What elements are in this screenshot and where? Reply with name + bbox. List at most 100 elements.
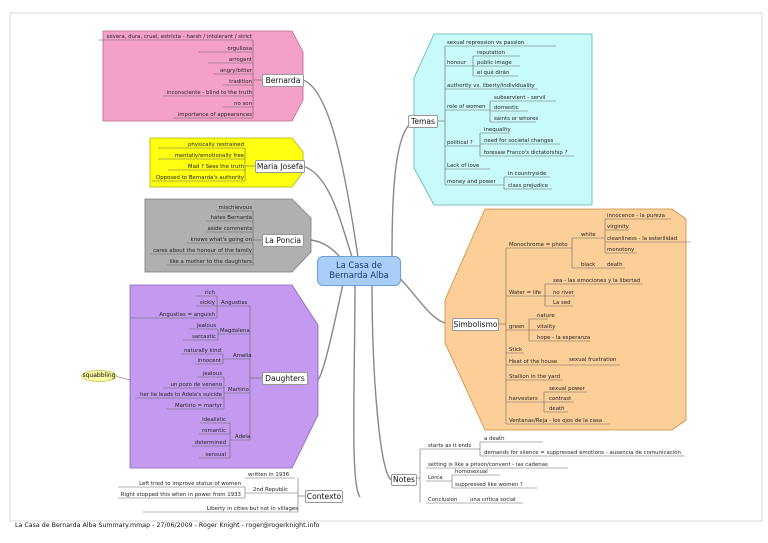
notes-topic[interactable]: Notes <box>391 474 417 486</box>
contexto-topic[interactable]: Contexto <box>305 490 343 503</box>
simbolismo-green-item[interactable]: nature <box>537 313 555 319</box>
temas-authority[interactable]: authority vs. liberty/individuality <box>447 83 535 89</box>
temas-money-item[interactable]: in countryside <box>508 171 547 177</box>
bernarda-item[interactable]: orgullosa <box>227 46 252 52</box>
simbolismo-white-item[interactable]: innocence - la pureza <box>607 213 665 219</box>
contexto-republic[interactable]: 2nd Republic <box>253 487 289 493</box>
contexto-republic-item[interactable]: Left tried to improve status of women <box>139 481 241 487</box>
bernarda-item[interactable]: severa, dura, cruel, estricta - harsh / … <box>106 34 252 40</box>
simbolismo-green[interactable]: green <box>509 324 525 330</box>
amelia-item[interactable]: naturally kind <box>183 348 221 354</box>
simbolismo-water-item[interactable]: sea - las emociones y la libertad <box>553 278 641 284</box>
maria-josefa-item[interactable]: Opposed to Bernarda's authority <box>155 175 244 181</box>
simbolismo-green-item[interactable]: hope - la esperanza <box>537 335 591 341</box>
notes-lorca[interactable]: Lorca <box>428 475 443 481</box>
amelia-item[interactable]: innocent <box>197 358 221 364</box>
root-topic[interactable]: La Casa de Bernarda Alba <box>317 256 401 286</box>
temas-repression[interactable]: sexual repression vs passion <box>447 40 525 46</box>
bernarda-item[interactable]: no son <box>234 101 252 107</box>
angustias-item[interactable]: sickly <box>199 300 215 306</box>
angustias-item[interactable]: rich <box>204 290 215 296</box>
magdalena-label[interactable]: Magdalena <box>220 328 250 334</box>
la-poncia-item[interactable]: like a mother to the daughters <box>169 259 252 265</box>
simbolismo-harvesters-item[interactable]: death <box>549 406 565 412</box>
maria-josefa-item[interactable]: mentally/emotionally free <box>174 153 244 159</box>
amelia-label[interactable]: Amelia <box>233 353 252 359</box>
maria-josefa-topic[interactable]: Maria Josefa <box>255 160 305 173</box>
simbolismo-stallion[interactable]: Stallion in the yard <box>509 374 560 380</box>
adela-item[interactable]: sensual <box>205 452 226 458</box>
notes-starts-item[interactable]: demands for silence = suppressed emotion… <box>484 450 681 456</box>
angustias-item[interactable]: Angustias = anguish <box>159 312 215 318</box>
temas-role-item[interactable]: subservient - servil <box>494 95 546 101</box>
martirio-item[interactable]: un pozo de veneno <box>170 382 222 388</box>
temas-political-item[interactable]: inequality <box>484 127 511 133</box>
simbolismo-harvesters-item[interactable]: contrast <box>549 396 572 402</box>
notes-conclusion-item[interactable]: una crítica social <box>470 497 516 503</box>
temas-political-item[interactable]: need for societal changes <box>484 138 554 144</box>
simbolismo-topic[interactable]: Simbolismo <box>452 318 499 331</box>
simbolismo-heat[interactable]: Heat of the house <box>509 359 558 365</box>
contexto-written[interactable]: written in 1936 <box>248 472 290 478</box>
simbolismo-water-item[interactable]: La sed <box>553 300 571 306</box>
temas-money-item[interactable]: class prejudice <box>508 183 549 189</box>
temas-honour-item[interactable]: public image <box>477 60 512 66</box>
simbolismo-stick[interactable]: Stick <box>509 347 523 353</box>
simbolismo-harvesters[interactable]: harvesters <box>509 396 538 402</box>
la-poncia-item[interactable]: mischievous <box>218 205 252 211</box>
angustias-label[interactable]: Angustias <box>221 300 248 306</box>
simbolismo-heat-item[interactable]: sexual frustration <box>569 357 617 363</box>
simbolismo-monochrome[interactable]: Monochrome = photo <box>509 242 568 248</box>
martirio-item[interactable]: jealous <box>202 371 222 377</box>
simbolismo-white[interactable]: white <box>581 232 596 238</box>
simbolismo-water-item[interactable]: no river <box>553 290 574 296</box>
simbolismo-water[interactable]: Water = life <box>509 290 542 296</box>
bernarda-item[interactable]: importance of appearances <box>177 112 252 118</box>
bernarda-item[interactable]: tradition <box>229 79 252 85</box>
martirio-item[interactable]: her lie leads to Adela's suicide <box>140 392 222 398</box>
martirio-label[interactable]: Martirio <box>228 387 249 393</box>
adela-label[interactable]: Adela <box>235 434 251 440</box>
temas-honour-item[interactable]: reputation <box>477 50 505 56</box>
simbolismo-white-item[interactable]: cleanliness - la esterilidad <box>607 236 678 242</box>
bernarda-topic[interactable]: Bernarda <box>262 74 304 87</box>
adela-item[interactable]: determined <box>194 440 226 446</box>
maria-josefa-item[interactable]: physically restrained <box>187 142 244 148</box>
notes-conclusion[interactable]: Conclusion <box>428 497 458 503</box>
daughters-topic[interactable]: Daughters <box>262 372 308 385</box>
adela-item[interactable]: romantic <box>202 428 226 434</box>
temas-role-item[interactable]: domestic <box>494 105 519 111</box>
simbolismo-ventanas[interactable]: Ventanas/Reja - los ojos de la casa <box>509 418 603 424</box>
temas-role-item[interactable]: saints or whores <box>494 116 539 122</box>
notes-lorca-item[interactable]: homosexual <box>455 469 488 475</box>
temas-role[interactable]: role of women <box>447 104 486 110</box>
la-poncia-item[interactable]: aside comments <box>207 226 252 232</box>
simbolismo-black-item[interactable]: death <box>607 262 623 268</box>
la-poncia-topic[interactable]: La Poncia <box>262 234 304 247</box>
notes-lorca-item[interactable]: suppressed like women ? <box>455 482 523 488</box>
adela-item[interactable]: idealistic <box>202 417 226 423</box>
maria-josefa-item[interactable]: Mad ? Sees the truth <box>187 164 244 170</box>
bernarda-item[interactable]: inconsciente - blind to the truth <box>166 90 252 96</box>
simbolismo-green-item[interactable]: vitality <box>537 324 556 330</box>
simbolismo-harvesters-item[interactable]: sexual power <box>549 386 585 392</box>
bernarda-item[interactable]: arrogant <box>228 57 252 63</box>
temas-love[interactable]: Lack of love <box>447 163 480 169</box>
simbolismo-black[interactable]: black <box>581 262 596 268</box>
magdalena-item[interactable]: jealous <box>196 323 216 329</box>
contexto-liberty[interactable]: Liberty in cities but not in villages <box>206 506 298 512</box>
temas-topic[interactable]: Temas <box>408 115 438 128</box>
simbolismo-white-item[interactable]: monotony <box>607 247 635 253</box>
la-poncia-item[interactable]: knows what's going on <box>190 237 253 243</box>
notes-setting[interactable]: setting is like a prison/convent - las c… <box>428 462 548 468</box>
temas-honour-item[interactable]: el qué dirán <box>477 70 510 76</box>
la-poncia-item[interactable]: cares about the honour of the family <box>153 248 252 254</box>
temas-political[interactable]: political ? <box>447 140 473 146</box>
magdalena-item[interactable]: sarcastic <box>192 334 216 340</box>
simbolismo-white-item[interactable]: virginity <box>607 224 629 230</box>
notes-starts[interactable]: starts as it ends <box>428 443 472 449</box>
notes-starts-item[interactable]: a death <box>484 436 505 442</box>
contexto-republic-item[interactable]: Right stopped this when in power from 19… <box>120 492 241 498</box>
temas-political-item[interactable]: foresaw Franco's dictatorship ? <box>484 150 568 156</box>
temas-honour[interactable]: honour <box>447 60 467 66</box>
